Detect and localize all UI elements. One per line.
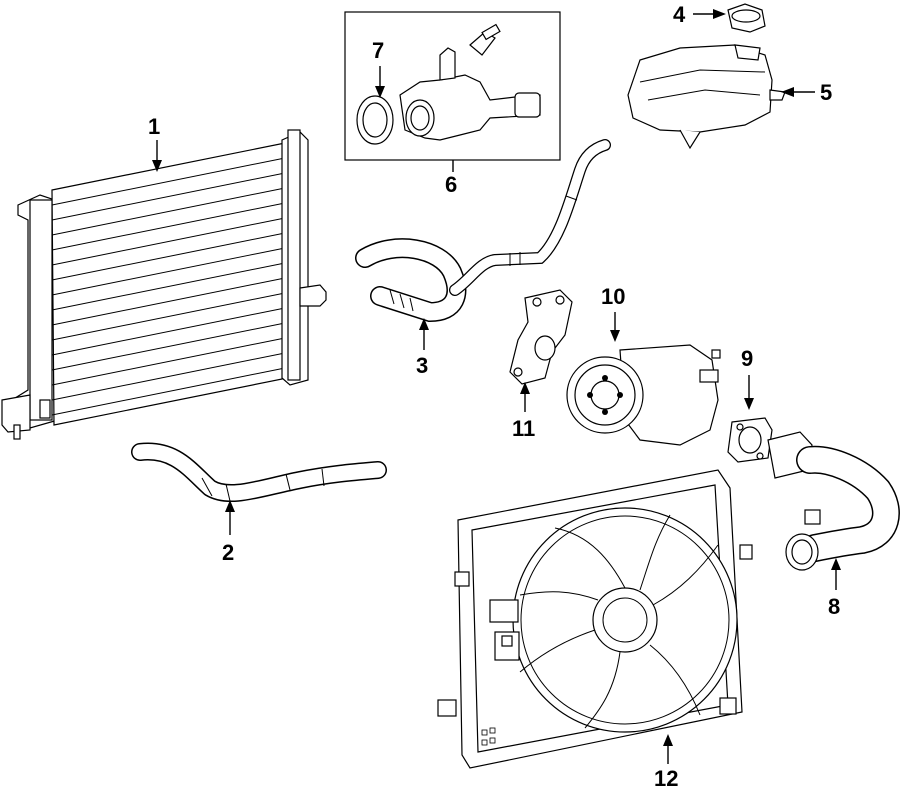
callout-4: 4	[673, 2, 726, 27]
callout-label-5: 5	[820, 80, 832, 105]
radiator[interactable]	[1, 129, 327, 440]
callout-7: 7	[372, 38, 385, 98]
callout-label-9: 9	[741, 346, 753, 371]
lower-hose[interactable]	[131, 442, 387, 503]
callout-12: 12	[654, 734, 678, 791]
callout-label-11: 11	[512, 416, 535, 441]
reservoir-cap[interactable]	[727, 3, 766, 33]
callout-6: 6	[445, 160, 457, 197]
callout-label-12: 12	[654, 766, 678, 791]
callout-label-10: 10	[601, 284, 625, 309]
callout-3: 3	[416, 318, 429, 378]
thermostat-seal[interactable]	[356, 95, 394, 145]
callout-label-8: 8	[828, 594, 840, 619]
coolant-reservoir[interactable]	[627, 44, 786, 150]
pump-gasket[interactable]	[509, 289, 573, 385]
water-pump[interactable]	[566, 344, 721, 446]
upper-hose[interactable]	[355, 139, 611, 323]
callout-label-4: 4	[673, 2, 686, 27]
callout-11: 11	[512, 382, 535, 441]
callout-9: 9	[741, 346, 754, 410]
callout-label-2: 2	[222, 540, 234, 565]
callout-1: 1	[148, 114, 162, 172]
callout-8: 8	[828, 558, 841, 619]
cooling-fan[interactable]	[437, 469, 753, 769]
callout-2: 2	[222, 500, 235, 565]
callout-label-1: 1	[148, 114, 160, 139]
callout-5: 5	[781, 80, 832, 105]
water-outlet-pipe[interactable]	[767, 431, 900, 571]
outlet-gasket[interactable]	[727, 417, 773, 463]
callout-label-7: 7	[372, 38, 384, 63]
callout-label-6: 6	[445, 172, 457, 197]
callout-label-3: 3	[416, 353, 428, 378]
callout-10: 10	[601, 284, 625, 342]
